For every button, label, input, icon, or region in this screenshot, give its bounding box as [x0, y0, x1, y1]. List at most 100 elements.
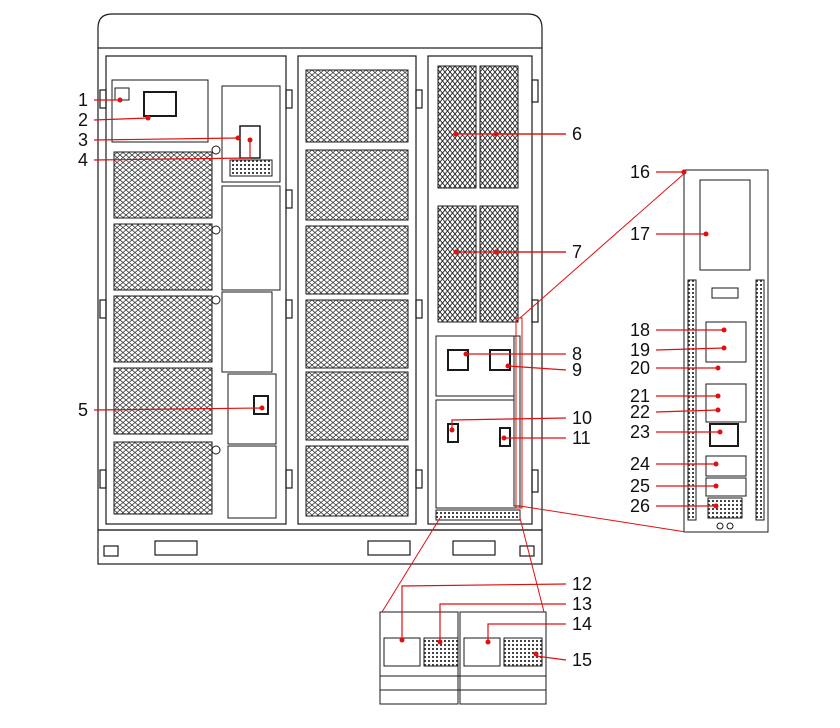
breaker-left: [447, 423, 459, 443]
callout-label-23: 23: [630, 422, 650, 442]
meter-right: [489, 349, 511, 371]
callout-dot-7: [493, 249, 499, 255]
switch-block: [709, 423, 739, 447]
left-door-modules: [111, 79, 281, 519]
fan-module: [437, 65, 477, 189]
callout-label-22: 22: [630, 402, 650, 422]
callout-label-17: 17: [630, 224, 650, 244]
callout-label-11: 11: [572, 428, 591, 448]
callout-dot-18: [721, 327, 727, 333]
callout-label-6: 6: [572, 124, 582, 144]
power-module-grille: [113, 367, 213, 435]
callout-label-16: 16: [630, 162, 650, 182]
base-foot-right: [519, 545, 535, 557]
callout-dot-26: [713, 503, 719, 509]
connector-block: [707, 497, 743, 519]
hinge: [285, 189, 293, 209]
ground-symbol: [716, 522, 724, 530]
callout-dot-11: [501, 435, 507, 441]
callout-dot-12: [399, 637, 405, 643]
terminal-strip: [435, 509, 521, 521]
callout-dot-5: [259, 405, 265, 411]
callout-dot-22: [715, 407, 721, 413]
hinge: [415, 469, 423, 489]
callout-label-2: 2: [78, 110, 88, 130]
middle-door: [297, 55, 417, 525]
callout-leader-2: [93, 117, 149, 121]
meter-left: [447, 349, 469, 371]
callout-label-4: 4: [78, 150, 88, 170]
zoom-line: [519, 171, 687, 319]
callout-label-19: 19: [630, 340, 650, 360]
callout-dot-7: [453, 249, 459, 255]
ground-symbol: [726, 522, 734, 530]
right-door-modules: [435, 65, 521, 521]
bottom-detail-panel: [379, 611, 547, 705]
callout-leader-12: [401, 583, 567, 640]
zoom-lines: [381, 171, 687, 613]
callout-dot-19: [721, 345, 727, 351]
side-panel: [221, 185, 281, 291]
breaker-switch: [253, 395, 269, 415]
callout-leader-3: [93, 137, 239, 141]
top-breaker: [114, 87, 130, 101]
callout-label-24: 24: [630, 454, 650, 474]
callout-label-18: 18: [630, 320, 650, 340]
power-module-grille: [113, 151, 213, 219]
power-module-grille: [305, 69, 409, 143]
display-screen: [143, 91, 177, 117]
cabinet-base: [97, 529, 543, 565]
zoom-line: [519, 517, 545, 613]
callout-dot-20: [715, 365, 721, 371]
middle-door-modules: [305, 69, 409, 517]
side-panel-rail-left: [687, 279, 697, 521]
power-module-grille: [113, 223, 213, 291]
callout-dot-4: [247, 137, 253, 143]
callout-leader-4: [93, 140, 251, 161]
callout-label-13: 13: [572, 594, 592, 614]
callout-label-21: 21: [630, 386, 650, 406]
side-panel: [227, 445, 277, 519]
callout-label-7: 7: [572, 242, 582, 262]
callout-dot-6: [453, 131, 459, 137]
terminal-group: [705, 455, 747, 477]
right-door: [427, 55, 533, 525]
callout-leader-5: [93, 407, 263, 411]
callout-leader-22: [655, 409, 719, 413]
callout-dot-10: [449, 427, 455, 433]
side-panel: [221, 291, 273, 373]
callout-dot-9: [505, 363, 511, 369]
hinge: [285, 469, 293, 489]
breaker-row: [463, 637, 501, 667]
callout-label-15: 15: [572, 650, 592, 670]
callout-dot-14: [485, 639, 491, 645]
hinge: [531, 79, 539, 103]
callout-label-9: 9: [572, 360, 582, 380]
base-slot-left: [154, 540, 198, 556]
callout-dot-13: [437, 639, 443, 645]
screw: [211, 225, 221, 235]
side-panel-rail-right: [755, 279, 765, 521]
screw: [211, 295, 221, 305]
side-rail: [513, 335, 521, 507]
callout-leader-14: [487, 623, 566, 642]
fan-module: [479, 65, 519, 189]
side-panel-top-box: [699, 179, 751, 271]
callout-dot-15: [533, 651, 539, 657]
callout-dot-25: [713, 483, 719, 489]
callout-dot-17: [703, 231, 709, 237]
power-module-grille: [113, 295, 213, 363]
hinge: [99, 89, 107, 109]
callout-dot-21: [715, 393, 721, 399]
terminal-block: [229, 159, 273, 177]
callout-dot-3: [235, 135, 241, 141]
callout-label-1: 1: [78, 90, 88, 110]
power-module-grille: [305, 371, 409, 441]
zoom-line: [381, 517, 441, 613]
hinge: [285, 299, 293, 319]
callout-dot-6: [493, 131, 499, 137]
callout-dot-23: [717, 429, 723, 435]
callout-dot-1: [117, 97, 123, 103]
hinge: [531, 299, 539, 323]
